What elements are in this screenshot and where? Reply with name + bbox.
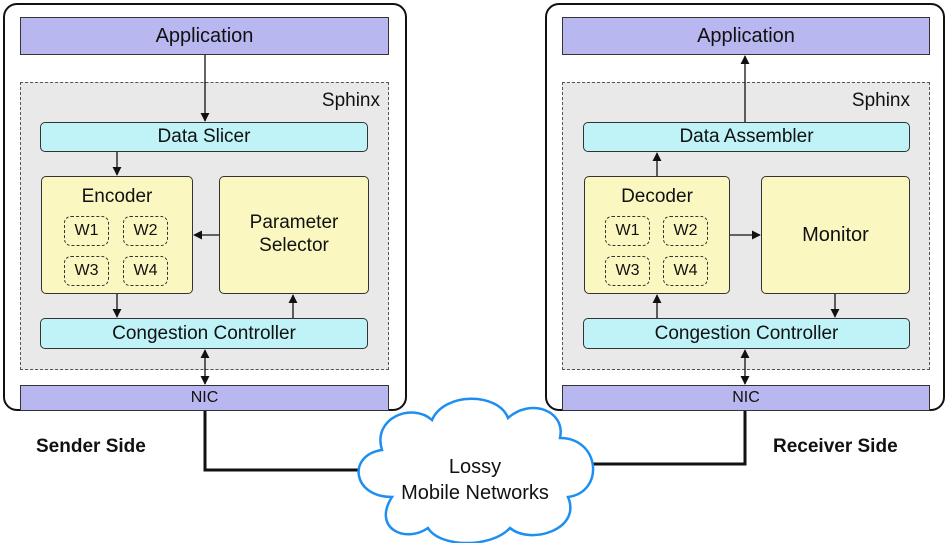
network-label: Lossy Mobile Networks	[360, 448, 590, 512]
parameter-selector-line2: Selector	[259, 235, 329, 256]
sender-nic: NIC	[20, 385, 389, 411]
decoder-worker-w1: W1	[605, 216, 650, 246]
sender-sphinx-label: Sphinx	[321, 90, 380, 111]
network-label-line2: Mobile Networks	[401, 482, 549, 504]
parameter-selector-line1: Parameter	[249, 212, 339, 234]
sender-congestion-controller: Congestion Controller	[40, 318, 368, 349]
encoder-worker-w1: W1	[64, 216, 109, 246]
network-label-line1: Lossy	[448, 456, 502, 478]
encoder-worker-w3: W3	[64, 256, 109, 286]
link-receiver-nic-to-cloud	[570, 411, 747, 466]
lossy-network-cloud	[357, 397, 595, 543]
encoder-label: Encoder	[81, 186, 153, 207]
receiver-side-label: Receiver Side	[773, 436, 898, 457]
sender-application: Application	[20, 17, 389, 55]
data-assembler: Data Assembler	[583, 122, 910, 152]
decoder-worker-w4: W4	[663, 256, 708, 286]
receiver-congestion-controller: Congestion Controller	[583, 318, 910, 349]
link-sender-nic-to-cloud	[203, 411, 380, 472]
receiver-nic: NIC	[562, 385, 930, 411]
decoder-worker-w2: W2	[663, 216, 708, 246]
decoder-worker-w3: W3	[605, 256, 650, 286]
sender-side-label: Sender Side	[36, 436, 146, 457]
data-slicer: Data Slicer	[40, 122, 368, 152]
monitor: Monitor	[761, 176, 910, 294]
receiver-sphinx-label: Sphinx	[851, 90, 910, 111]
encoder-worker-w2: W2	[123, 216, 168, 246]
decoder-label: Decoder	[621, 186, 693, 207]
receiver-application: Application	[562, 17, 930, 55]
parameter-selector: Parameter Selector	[219, 176, 369, 294]
encoder-worker-w4: W4	[123, 256, 168, 286]
